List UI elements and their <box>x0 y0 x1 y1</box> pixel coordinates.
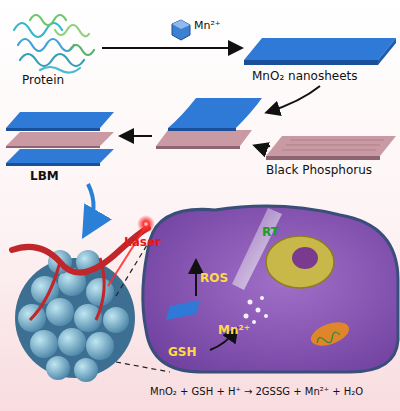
beam-label: Laser <box>124 236 161 250</box>
beam-label: RT <box>262 226 279 240</box>
part-label: Black Phosphorus <box>266 164 372 178</box>
part-label: MnO₂ nanosheets <box>252 70 358 84</box>
cell-label: GSH <box>168 346 197 360</box>
cell-label: Mn²⁺ <box>218 324 250 338</box>
cell-label: ROS <box>200 272 228 286</box>
part-label: Protein <box>22 74 64 88</box>
part-label: LBM <box>30 170 59 184</box>
ion-label: Mn²⁺ <box>194 20 221 33</box>
equation-text: MnO₂ + GSH + H⁺ → 2GSSG + Mn²⁺ + H₂O <box>150 386 363 398</box>
